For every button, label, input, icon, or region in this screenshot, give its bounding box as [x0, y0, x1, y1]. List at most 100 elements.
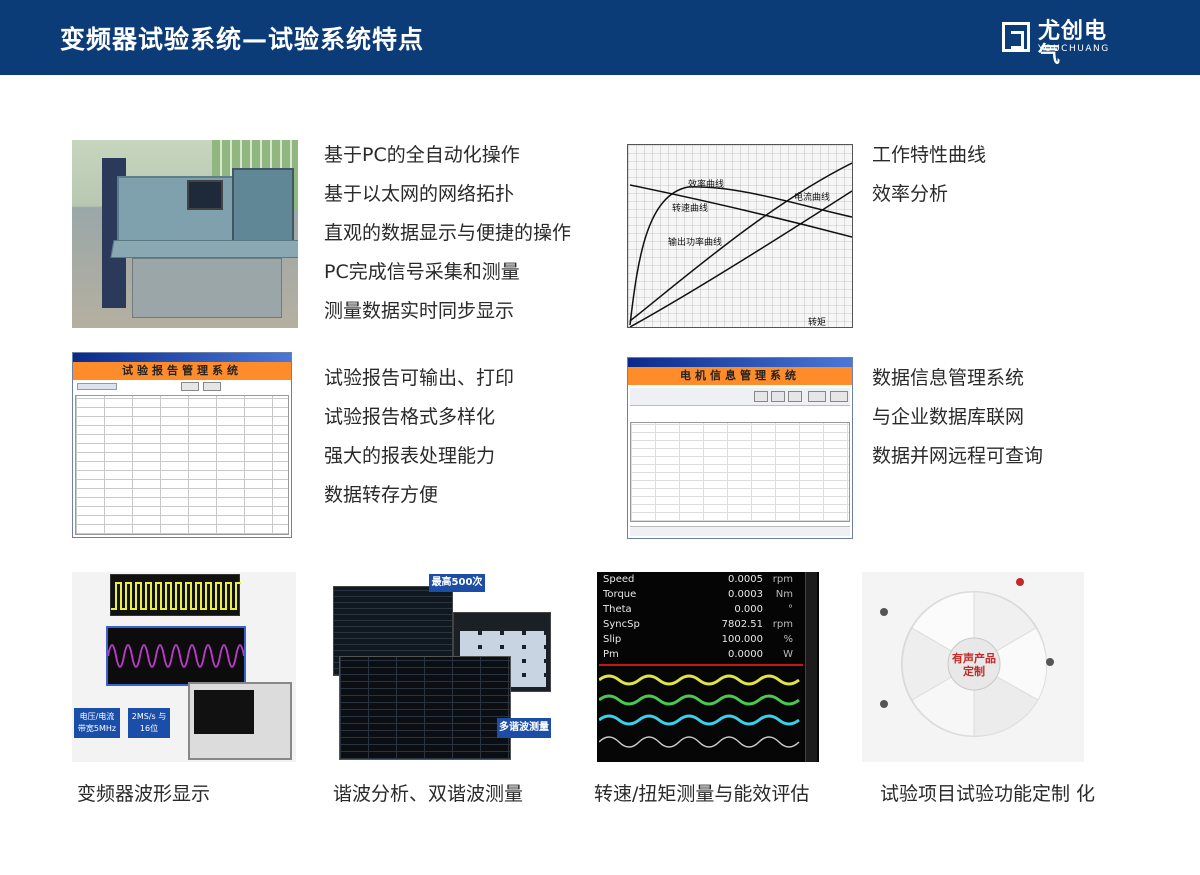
readout-value: 0.0005	[728, 574, 763, 585]
feature-item: 数据并网远程可查询	[872, 445, 1044, 467]
report-table	[75, 395, 289, 535]
custom-wheel-svg	[880, 578, 1054, 737]
readout-unit: rpm	[772, 574, 793, 585]
characteristic-curve-chart: 效率曲线 转速曲线 电流曲线 输出功率曲线 转矩	[627, 144, 853, 328]
readout-label: Theta	[603, 604, 632, 615]
photo-right-panel	[232, 168, 294, 248]
sine-wave-svg	[107, 644, 245, 668]
readout-unit: %	[783, 634, 793, 645]
oscilloscope-device	[188, 682, 292, 760]
feature-list-1: 基于PC的全自动化操作 基于以太网的网络拓扑 直观的数据显示与便捷的操作 PC完…	[324, 142, 571, 337]
max-order-tag: 最高500次	[429, 574, 485, 592]
toolbar-button	[830, 391, 848, 402]
feature-item: 数据转存方便	[324, 484, 439, 506]
trend-svg	[598, 674, 800, 748]
toolbar-button	[808, 391, 826, 402]
feature-list-2: 工作特性曲线 效率分析	[872, 142, 986, 220]
readout-label: Torque	[603, 589, 637, 600]
readout-unit: Nm	[775, 589, 793, 600]
caption-speed-torque: 转速/扭矩测量与能效评估	[594, 783, 810, 805]
feature-item: 数据信息管理系统	[872, 367, 1025, 389]
toolbar-button	[771, 391, 785, 402]
feature-item: 试验报告可输出、打印	[324, 367, 515, 389]
window-titlebar	[628, 358, 852, 367]
readout-unit: °	[788, 604, 793, 615]
feature-item: 试验报告格式多样化	[324, 406, 496, 428]
sine-wave-panel	[106, 626, 246, 686]
square-wave-svg	[111, 582, 241, 610]
readout-row: Pm 0.0000 W	[603, 649, 793, 665]
readout-row: Slip 100.000%	[603, 634, 793, 650]
window-titlebar	[73, 353, 291, 362]
label-efficiency: 效率曲线	[688, 178, 724, 190]
speed-torque-image: Speed 0.0005 rpm Torque 0.0003 Nm Theta 0.000…	[597, 572, 819, 762]
oscilloscope-screen	[194, 690, 254, 734]
caption-waveform: 变频器波形显示	[77, 783, 211, 805]
readout-label: Speed	[603, 574, 635, 585]
power-curve	[629, 190, 852, 327]
harmonic-analysis-image: 最高500次 多谐波测量	[331, 572, 555, 762]
readout-value: 0.0000	[728, 649, 763, 660]
feature-item: PC完成信号采集和测量	[324, 261, 520, 283]
current-curve	[629, 162, 852, 322]
logo-text-en: YOUCHUANG	[1038, 44, 1110, 54]
readout-value: 100.000	[721, 634, 763, 645]
readout-unit: rpm	[772, 619, 793, 630]
label-speed: 转速曲线	[672, 202, 708, 214]
print-button	[203, 382, 221, 391]
sample-rate-tag: 2MS/s 与16位	[128, 708, 170, 738]
readout-label: SyncSp	[603, 619, 640, 630]
label-output-power: 输出功率曲线	[668, 236, 722, 248]
page-title: 变频器试验系统—试验系统特点	[60, 25, 425, 54]
feature-item: 与企业数据库联网	[872, 406, 1025, 428]
feature-item: 基于PC的全自动化操作	[324, 144, 520, 166]
motor-screen-title: 电机信息管理系统	[628, 367, 852, 385]
test-cabinet-photo	[72, 140, 298, 328]
readout-label: Pm	[603, 649, 619, 660]
readout-row: Speed 0.0005 rpm	[603, 574, 793, 590]
multi-harmonic-tag: 多谐波测量	[497, 718, 551, 738]
caption-harmonic: 谐波分析、双谐波测量	[333, 783, 524, 805]
feature-list-3: 试验报告可输出、打印 试验报告格式多样化 强大的报表处理能力 数据转存方便	[324, 365, 514, 521]
trend-panel	[598, 664, 803, 760]
label-current: 电流曲线	[794, 191, 830, 203]
readout-value: 0.000	[734, 604, 763, 615]
harmonic-window-front	[339, 656, 511, 760]
readout-unit: W	[783, 649, 793, 660]
feature-item: 强大的报表处理能力	[324, 445, 496, 467]
report-management-screenshot: 试验报告管理系统	[72, 352, 292, 538]
photo-desk	[110, 240, 298, 258]
report-screen-title: 试验报告管理系统	[73, 362, 291, 380]
toolbar-button	[754, 391, 768, 402]
company-logo: 尤创电气 YOUCHUANG	[1002, 20, 1128, 68]
feature-item: 直观的数据显示与便捷的操作	[324, 222, 572, 244]
side-index-bar	[805, 572, 817, 762]
motor-table	[630, 422, 850, 522]
photo-base	[132, 258, 282, 318]
filter-field	[77, 383, 117, 390]
custom-test-image: 有声产品 定制	[862, 572, 1084, 762]
feature-item: 效率分析	[872, 183, 949, 205]
readout-row: SyncSp 7802.51 rpm	[603, 619, 793, 635]
photo-monitor	[187, 180, 223, 210]
pager-bar	[630, 526, 850, 536]
logo-mark-icon	[1002, 22, 1030, 52]
readout-label: Slip	[603, 634, 622, 645]
feature-item: 测量数据实时同步显示	[324, 300, 515, 322]
readout-value: 7802.51	[721, 619, 763, 630]
efficiency-curve	[629, 186, 852, 326]
custom-center-text: 有声产品 定制	[952, 652, 996, 678]
caption-custom: 试验项目试验功能定制 化	[880, 783, 1096, 805]
readout-row: Theta 0.000 °	[603, 604, 793, 620]
feature-item: 基于以太网的网络拓扑	[324, 183, 515, 205]
square-wave-panel	[110, 574, 241, 616]
readout-row: Torque 0.0003 Nm	[603, 589, 793, 605]
logo-text-cn: 尤创电气	[1038, 19, 1108, 68]
photo-console	[117, 176, 247, 244]
label-torque: 转矩	[808, 316, 826, 328]
header-bar: 变频器试验系统—试验系统特点 尤创电气 YOUCHUANG	[0, 0, 1200, 75]
feature-item: 工作特性曲线	[872, 144, 987, 166]
bandwidth-tag: 电压/电流 带宽5MHz	[74, 708, 120, 738]
curve-svg: 效率曲线 转速曲线 电流曲线 输出功率曲线 转矩	[628, 145, 852, 328]
readout-value: 0.0003	[728, 589, 763, 600]
